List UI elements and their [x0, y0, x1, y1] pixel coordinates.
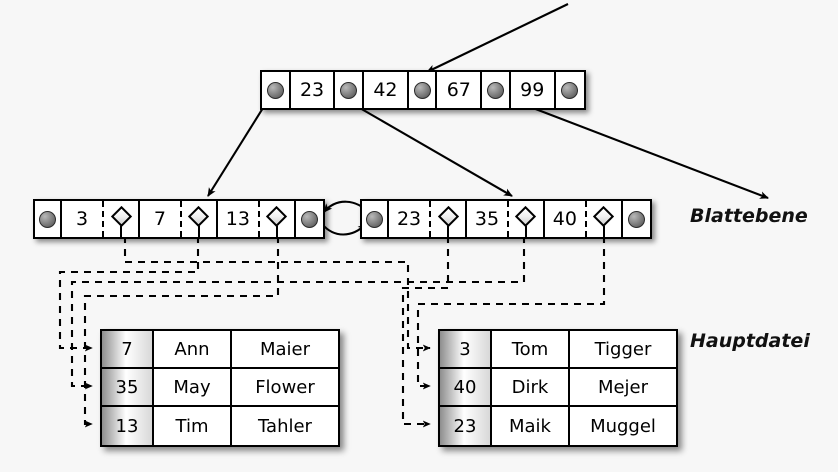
leaf-node-left[interactable]: 3 7 13: [33, 199, 325, 239]
sphere-pointer-icon: [340, 81, 358, 99]
root-pointer-3[interactable]: [482, 72, 511, 108]
diamond-pointer-icon: [431, 201, 465, 237]
diamond-pointer-icon: [587, 201, 621, 237]
row-last-name: Flower: [255, 376, 315, 398]
row-first-name: May: [154, 369, 232, 405]
sphere-pointer-icon: [39, 210, 57, 228]
leaf-right-prev-pointer[interactable]: [362, 201, 390, 237]
root-key-2: 67: [437, 72, 483, 108]
leaf-left-key-1: 7: [140, 201, 180, 237]
diamond-pointer-icon: [509, 201, 543, 237]
row-last-name: Mejer: [597, 376, 649, 398]
record-link-left-d1: [123, 236, 431, 352]
row-key: 23: [440, 407, 492, 445]
record-link-right-d3: [416, 236, 606, 390]
leaf-left-key-0: 3: [62, 201, 102, 237]
sphere-pointer-icon: [266, 81, 284, 99]
record-link-left-d2: [58, 236, 200, 352]
sphere-pointer-icon: [413, 81, 431, 99]
leaf-right-record-pointer-0[interactable]: [428, 201, 468, 237]
sphere-pointer-icon: [487, 81, 505, 99]
table-row[interactable]: 3 Tom Tigger: [440, 331, 676, 369]
sphere-pointer-icon: [366, 210, 384, 228]
sphere-pointer-icon: [627, 210, 645, 228]
row-key: 40: [440, 369, 492, 405]
leaf-left-prev-pointer[interactable]: [35, 201, 63, 237]
main-file-table-right[interactable]: 3 Tom Tigger 40 Dirk Mejer 23 Maik Mugge…: [438, 329, 678, 447]
root-pointer-1[interactable]: [335, 72, 365, 108]
leaf-right-key-0: 23: [389, 201, 429, 237]
leaf-left-record-pointer-2[interactable]: [257, 201, 296, 237]
leaf-left-key-2: 13: [218, 201, 258, 237]
leaf-right-record-pointer-1[interactable]: [506, 201, 546, 237]
main-file-table-left[interactable]: 7 Ann Maier 35 May Flower 13 Tim Tahler: [100, 329, 340, 447]
row-first-name: Tom: [492, 331, 570, 367]
row-last-name: Muggel: [590, 415, 656, 437]
root-pointer-4[interactable]: [555, 72, 585, 108]
table-row[interactable]: 40 Dirk Mejer: [440, 369, 676, 407]
sphere-pointer-icon: [300, 210, 318, 228]
record-link-right-d1: [401, 236, 450, 428]
row-first-name: Maik: [492, 407, 570, 445]
diamond-pointer-icon: [104, 201, 138, 237]
leaf-right-next-pointer[interactable]: [622, 201, 650, 237]
root-key-1: 42: [364, 72, 409, 108]
record-link-left-d3: [83, 236, 280, 428]
leaf-left-record-pointer-1[interactable]: [179, 201, 219, 237]
row-key: 13: [102, 407, 154, 445]
incoming-root-arrow: [426, 3, 569, 73]
root-pointer-2[interactable]: [408, 72, 438, 108]
row-last-name: Tahler: [258, 415, 312, 437]
record-link-right-d2: [70, 236, 526, 390]
diamond-pointer-icon: [182, 201, 216, 237]
leaf-node-right[interactable]: 23 35 40: [360, 199, 652, 239]
root-to-right-subtree-arrow: [511, 99, 769, 199]
leaf-right-key-2: 40: [545, 201, 585, 237]
caption-main-file: Hauptdatei: [690, 330, 810, 352]
row-first-name: Tim: [154, 407, 232, 445]
table-row[interactable]: 23 Maik Muggel: [440, 407, 676, 445]
row-key: 35: [102, 369, 154, 405]
row-first-name: Dirk: [492, 369, 570, 405]
table-row[interactable]: 13 Tim Tahler: [102, 407, 338, 445]
table-row[interactable]: 7 Ann Maier: [102, 331, 338, 369]
sphere-pointer-icon: [561, 81, 579, 99]
root-node[interactable]: 23 42 67 99: [260, 70, 586, 110]
row-first-name: Ann: [154, 331, 232, 367]
root-to-left-leaf-arrow: [207, 99, 269, 197]
root-pointer-0[interactable]: [262, 72, 291, 108]
caption-leaf-level: Blattebene: [690, 205, 808, 227]
diamond-pointer-icon: [260, 201, 294, 237]
root-key-3: 99: [510, 72, 556, 108]
leaf-left-record-pointer-0[interactable]: [101, 201, 141, 237]
row-last-name: Maier: [259, 338, 311, 360]
row-last-name: Tigger: [594, 338, 652, 360]
table-row[interactable]: 35 May Flower: [102, 369, 338, 407]
root-key-0: 23: [290, 72, 336, 108]
root-to-right-leaf-arrow: [345, 99, 513, 197]
leaf-right-key-1: 35: [467, 201, 507, 237]
row-key: 7: [102, 331, 154, 367]
row-key: 3: [440, 331, 492, 367]
leaf-right-record-pointer-2[interactable]: [584, 201, 623, 237]
leaf-left-next-pointer[interactable]: [295, 201, 323, 237]
